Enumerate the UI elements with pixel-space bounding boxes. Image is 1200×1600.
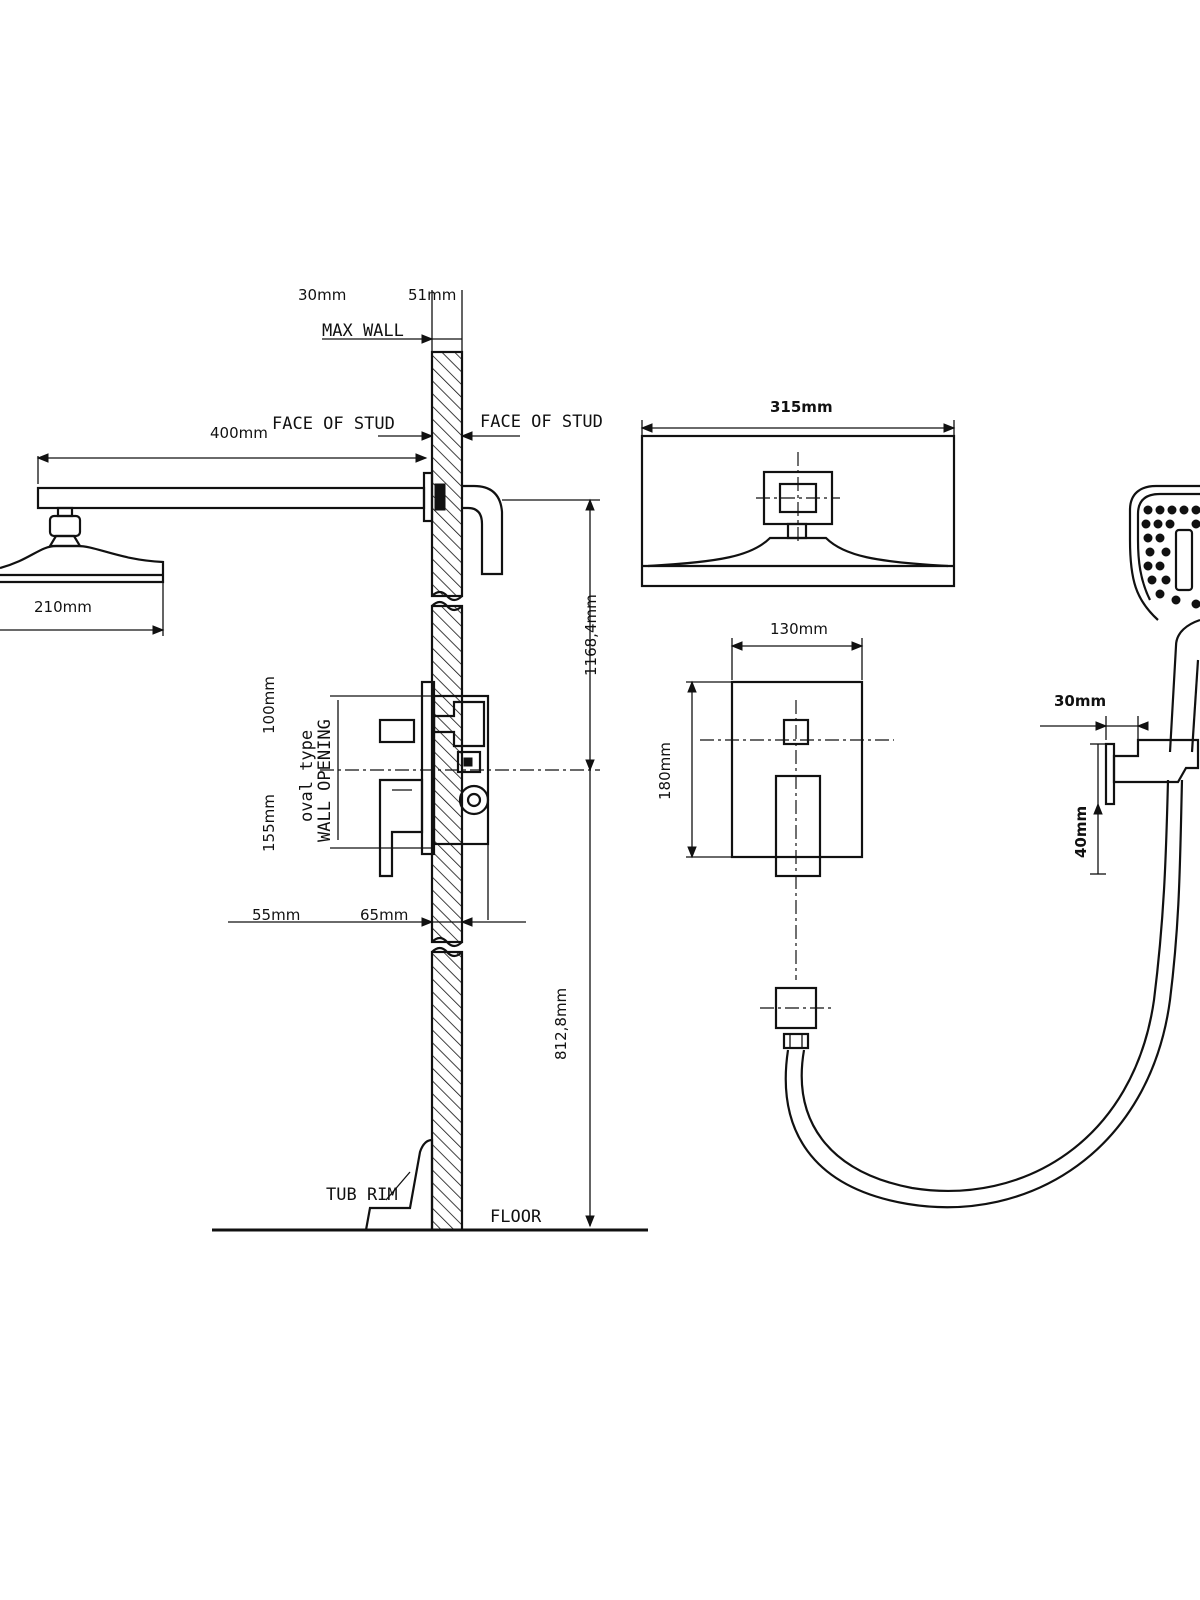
dim-100mm: 100mm [260,676,278,734]
oval-type-label: oval type [297,730,317,822]
dim-812mm: 812,8mm [552,988,570,1060]
dim-315mm: 315mm [770,398,833,416]
height-812-dimension: 812,8mm [552,770,595,1228]
face-of-stud-left: FACE OF STUD [272,414,395,434]
wall-thickness-dimension: 30mm 51mm MAX WALL [298,286,463,352]
dim-210mm: 210mm [34,598,92,616]
dim-30mm-top: 30mm [298,286,346,304]
diverter-valve-side: 100mm 155mm oval type WALL OPENING [260,676,600,920]
shower-head-side: 210mm [0,506,165,636]
dim-51mm: 51mm [408,286,456,304]
dim-40mm: 40mm [1072,806,1090,858]
wall-section [430,350,464,1232]
dim-1168mm: 1168,4mm [582,594,600,676]
dim-155mm: 155mm [260,794,278,852]
dim-400mm: 400mm [210,424,268,442]
floor-label: FLOOR [490,1207,542,1227]
dim-55mm: 55mm [252,906,300,924]
tub-and-floor: TUB RIM FLOOR [212,1138,648,1232]
valve-trim-front: 130mm 180mm [656,620,894,980]
dim-180mm: 180mm [656,742,674,800]
dim-130mm: 130mm [770,620,828,638]
height-1168-dimension: 1168,4mm [582,498,600,772]
spray-nozzles [1141,505,1200,609]
max-wall-label: MAX WALL [322,321,404,341]
side-elevation: 30mm 51mm MAX WALL FACE OF STUD FACE OF … [0,286,648,1232]
shower-arm: 400mm [36,424,600,576]
dim-30mm-side: 30mm [1054,692,1106,710]
depth-55-65-dimension: 55mm 65mm [228,906,526,927]
dim-65mm: 65mm [360,906,408,924]
face-of-stud-right: FACE OF STUD [480,412,603,432]
tub-rim-label: TUB RIM [326,1185,398,1205]
face-of-stud-callouts: FACE OF STUD FACE OF STUD [272,412,603,441]
wall-opening-label: WALL OPENING [315,719,335,842]
shower-head-front: 315mm [640,398,956,588]
hand-shower: 30mm 40mm [760,484,1200,1209]
